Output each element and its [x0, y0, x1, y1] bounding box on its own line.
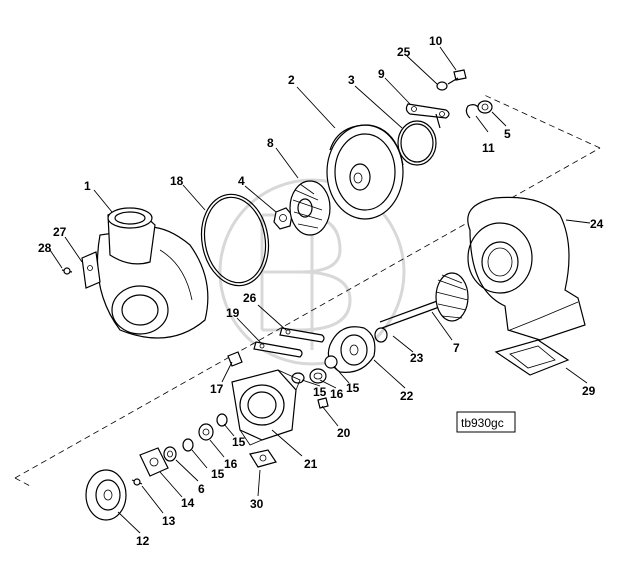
callout-9: 9 — [378, 67, 385, 81]
callout-15-upper-left: 15 — [313, 385, 327, 399]
callout-20: 20 — [337, 426, 351, 440]
bearing-housing-21 — [231, 369, 301, 446]
nut-4 — [273, 207, 293, 230]
callout-11: 11 — [482, 141, 495, 155]
turbine-housing-24 — [467, 196, 586, 341]
lock-plate-9 — [405, 103, 450, 129]
seal-ring-3 — [397, 120, 437, 166]
compressor-wheel-8 — [289, 180, 331, 236]
callout-19: 19 — [226, 306, 240, 320]
washer-25 — [436, 81, 448, 91]
callout-17: 17 — [210, 382, 224, 396]
callout-12: 12 — [136, 534, 150, 548]
retaining-ring-11 — [465, 104, 481, 119]
callout-2: 2 — [288, 73, 295, 87]
reference-code: tb930gc — [461, 416, 504, 430]
screw-28 — [61, 267, 73, 275]
callout-8: 8 — [267, 136, 274, 150]
callout-10: 10 — [429, 34, 443, 48]
turbine-shaft-wheel-7 — [379, 272, 469, 329]
callout-22: 22 — [400, 389, 414, 403]
backplate-2 — [326, 124, 404, 220]
insert-12 — [85, 469, 127, 521]
plate-19 — [253, 341, 303, 358]
plate-26 — [279, 327, 325, 343]
callout-16-upper: 16 — [330, 387, 344, 401]
callout-30: 30 — [250, 497, 264, 511]
o-ring-18 — [200, 193, 270, 287]
callout-labels: 1 2 3 4 5 6 7 8 9 10 11 12 13 14 15 15 1… — [38, 34, 604, 548]
seal-ring-23 — [374, 327, 388, 343]
callout-15-upper-right: 15 — [346, 381, 360, 395]
callout-4: 4 — [238, 174, 245, 188]
callout-16-lower: 16 — [224, 457, 238, 471]
callout-15-lower-b: 15 — [211, 467, 225, 481]
screw-10 — [447, 69, 467, 85]
screw-20 — [317, 397, 329, 409]
callout-27: 27 — [53, 225, 67, 239]
callout-21: 21 — [304, 457, 318, 471]
washer-15-lower-b — [182, 438, 194, 452]
callout-13: 13 — [162, 514, 176, 528]
callout-26: 26 — [243, 291, 257, 305]
callout-6: 6 — [198, 482, 205, 496]
bracket-27 — [81, 251, 101, 289]
thrust-collar-6 — [163, 446, 177, 462]
callout-28: 28 — [38, 241, 52, 255]
callout-29: 29 — [582, 384, 596, 398]
callout-25: 25 — [397, 45, 411, 59]
callout-3: 3 — [348, 73, 355, 87]
callout-23: 23 — [410, 351, 424, 365]
callout-24: 24 — [590, 217, 604, 231]
washer-15-upper-right — [324, 355, 338, 369]
nut-5 — [477, 100, 493, 114]
callout-14: 14 — [181, 496, 195, 510]
callout-5: 5 — [504, 127, 511, 141]
leader-lines — [49, 46, 591, 534]
compressor-housing — [96, 207, 209, 339]
gasket-29 — [494, 339, 570, 376]
callout-15-lower-a: 15 — [232, 435, 246, 449]
washer-15-upper-left — [291, 372, 305, 384]
bearing-16-upper — [309, 368, 327, 384]
reference-code-box: tb930gc — [456, 411, 516, 433]
callout-1: 1 — [84, 179, 91, 193]
heat-shield-22 — [327, 326, 376, 374]
washer-15-lower-a — [216, 413, 228, 427]
assembly-axis-lines — [14, 93, 601, 487]
screw-13 — [131, 478, 143, 486]
thrust-bearing-14 — [139, 447, 169, 477]
callout-7: 7 — [453, 341, 460, 355]
bearing-16-lower — [198, 423, 214, 441]
plug-17 — [227, 351, 243, 367]
gasket-30 — [249, 449, 277, 468]
callout-18: 18 — [170, 174, 184, 188]
